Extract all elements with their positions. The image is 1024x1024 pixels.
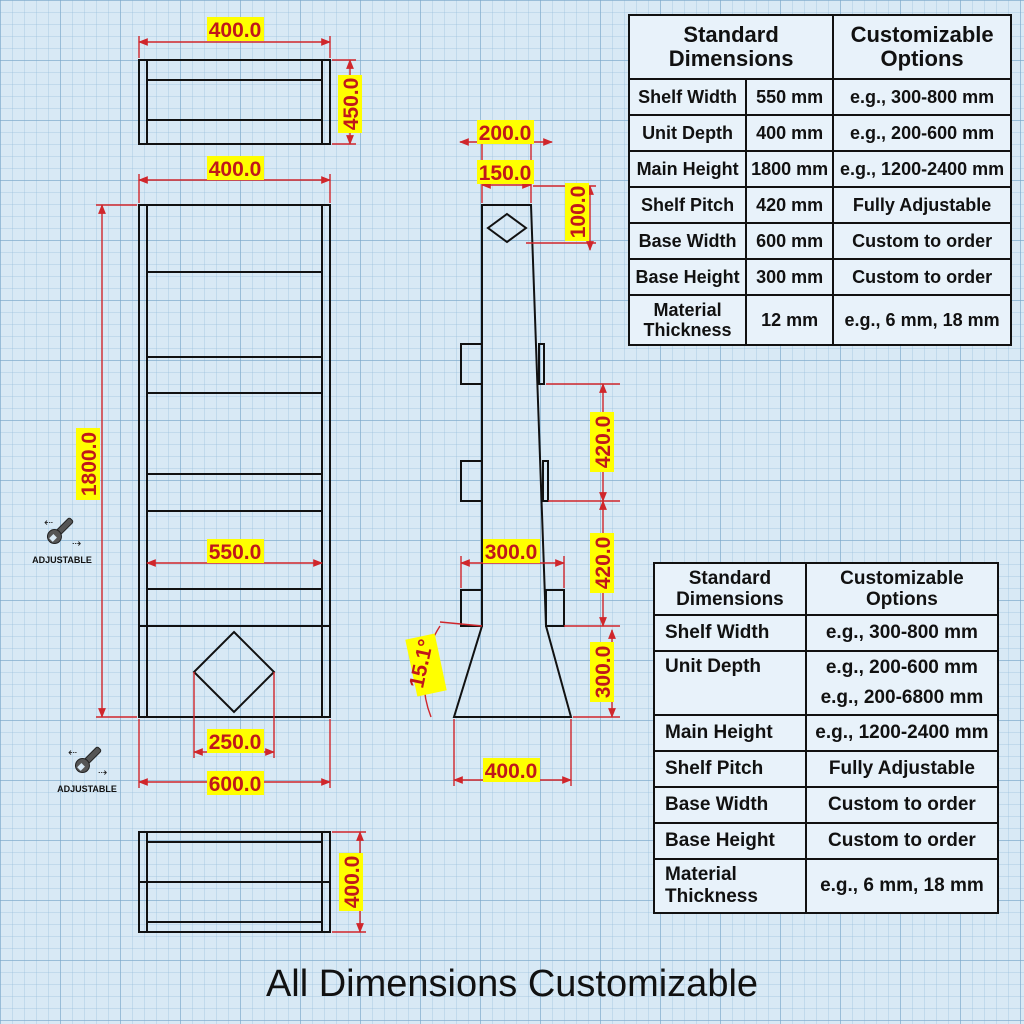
row-standard-value: 550 mm bbox=[745, 78, 835, 116]
row-custom-option-line: e.g., 200-6800 mm bbox=[820, 687, 984, 708]
arrow-right-icon: ⇢ bbox=[72, 538, 81, 550]
dim-side-top-outer: 200.0 bbox=[479, 122, 532, 145]
row-custom-option: e.g., 200-600 mm e.g., 200-6800 mm bbox=[804, 650, 1000, 716]
row-custom-option: Custom to order bbox=[832, 258, 1012, 296]
table-row: Shelf Pitch 420 mm Fully Adjustable bbox=[627, 186, 1012, 224]
row-label: Main Height bbox=[627, 150, 748, 188]
table-row: Material Thickness e.g., 6 mm, 18 mm bbox=[653, 858, 1000, 914]
front-view-outline bbox=[138, 204, 331, 718]
shelf-bracket bbox=[460, 589, 483, 627]
table-row: Base Width Custom to order bbox=[653, 786, 1000, 824]
dim-side-pitch-upper: 420.0 bbox=[592, 416, 615, 469]
table-row: Base Height Custom to order bbox=[653, 822, 1000, 860]
row-label: Shelf Width bbox=[627, 78, 748, 116]
row-custom-option: e.g., 300-800 mm bbox=[804, 614, 1000, 652]
adjustable-label: ADJUSTABLE bbox=[57, 784, 117, 794]
caption: All Dimensions Customizable bbox=[265, 963, 759, 1005]
dim-bottom-view-depth: 400.0 bbox=[341, 856, 364, 909]
side-top-diamond bbox=[486, 212, 528, 244]
row-custom-option: Fully Adjustable bbox=[804, 750, 1000, 788]
dim-front-base-cut: 250.0 bbox=[209, 731, 262, 754]
adjustable-label: ADJUSTABLE bbox=[32, 555, 92, 565]
dim-side-base-width: 400.0 bbox=[485, 760, 538, 783]
row-label: Base Height bbox=[653, 822, 807, 860]
table-row: Main Height e.g., 1200-2400 mm bbox=[653, 714, 1000, 752]
row-custom-option: e.g., 6 mm, 18 mm bbox=[832, 294, 1012, 346]
row-standard-value: 300 mm bbox=[745, 258, 835, 296]
spec-table-bottom: Standard Dimensions Customizable Options… bbox=[653, 562, 1000, 914]
table-row: Material Thickness 12 mm e.g., 6 mm, 18 … bbox=[627, 294, 1012, 346]
dim-front-base-width: 600.0 bbox=[209, 773, 262, 796]
row-standard-value: 420 mm bbox=[745, 186, 835, 224]
row-label: Shelf Pitch bbox=[627, 186, 748, 224]
table-row: Shelf Width 550 mm e.g., 300-800 mm bbox=[627, 78, 1012, 116]
row-label: Unit Depth bbox=[653, 650, 807, 716]
row-custom-option: Fully Adjustable bbox=[832, 186, 1012, 224]
dim-side-base-height: 300.0 bbox=[592, 646, 615, 699]
base-cutout-diamond bbox=[192, 630, 276, 714]
wrench-icon bbox=[74, 746, 102, 774]
table-header-custom: Customizable Options bbox=[832, 14, 1012, 80]
row-standard-value: 600 mm bbox=[745, 222, 835, 260]
row-label: Base Width bbox=[627, 222, 748, 260]
table-row: Unit Depth 400 mm e.g., 200-600 mm bbox=[627, 114, 1012, 152]
arrow-left-icon: ⇠ bbox=[68, 747, 77, 759]
row-label: Material Thickness bbox=[653, 858, 807, 914]
side-view: 200.0 150.0 100.0 420.0 420.0 300.0 300.… bbox=[405, 120, 620, 786]
row-custom-option: e.g., 1200-2400 mm bbox=[804, 714, 1000, 752]
dim-top-view-depth: 450.0 bbox=[340, 78, 363, 131]
front-view: 400.0 1800.0 550.0 250.0 600.0 bbox=[76, 156, 331, 796]
row-custom-option: Custom to order bbox=[804, 786, 1000, 824]
spec-table-top: Standard Dimensions Customizable Options… bbox=[627, 14, 1012, 346]
row-custom-option: Custom to order bbox=[804, 822, 1000, 860]
table-header-standard: Standard Dimensions bbox=[653, 562, 807, 616]
row-standard-value: 1800 mm bbox=[745, 150, 835, 188]
table-row: Shelf Width e.g., 300-800 mm bbox=[653, 614, 1000, 652]
arrow-right-icon: ⇢ bbox=[98, 767, 107, 779]
table-row: Shelf Pitch Fully Adjustable bbox=[653, 750, 1000, 788]
bottom-view: 400.0 bbox=[138, 831, 366, 933]
dim-front-height: 1800.0 bbox=[78, 432, 101, 496]
row-label: Main Height bbox=[653, 714, 807, 752]
table-row: Base Width 600 mm Custom to order bbox=[627, 222, 1012, 260]
top-view-outline bbox=[138, 59, 331, 145]
row-standard-value: 12 mm bbox=[745, 294, 835, 346]
dim-front-shelf-width: 550.0 bbox=[209, 541, 262, 564]
row-label: Base Height bbox=[627, 258, 748, 296]
table-row: Base Height 300 mm Custom to order bbox=[627, 258, 1012, 296]
row-label: Shelf Width bbox=[653, 614, 807, 652]
dim-side-pitch-lower: 420.0 bbox=[592, 537, 615, 590]
arrow-left-icon: ⇠ bbox=[44, 517, 53, 529]
table-header-custom: Customizable Options bbox=[804, 562, 1000, 616]
table-header-standard: Standard Dimensions bbox=[627, 14, 835, 80]
row-custom-option: e.g., 6 mm, 18 mm bbox=[804, 858, 1000, 914]
dim-top-view-width: 400.0 bbox=[209, 19, 262, 42]
table-row: Unit Depth e.g., 200-600 mm e.g., 200-68… bbox=[653, 650, 1000, 716]
row-label: Unit Depth bbox=[627, 114, 748, 152]
row-custom-option: e.g., 200-600 mm bbox=[832, 114, 1012, 152]
shelf-bracket bbox=[460, 343, 483, 385]
dim-side-mid-width: 300.0 bbox=[485, 541, 538, 564]
row-label: Material Thickness bbox=[627, 294, 748, 346]
row-custom-option: e.g., 300-800 mm bbox=[832, 78, 1012, 116]
row-custom-option: Custom to order bbox=[832, 222, 1012, 260]
dim-side-top-inner: 150.0 bbox=[479, 162, 532, 185]
top-view: 400.0 450.0 bbox=[138, 17, 363, 145]
wrench-icon bbox=[46, 517, 74, 545]
adjustable-indicator-lower: ⇠ ⇢ ADJUSTABLE bbox=[57, 746, 117, 794]
row-custom-option: e.g., 1200-2400 mm bbox=[832, 150, 1012, 188]
row-custom-option-line: e.g., 200-600 mm bbox=[825, 657, 978, 678]
table-row: Main Height 1800 mm e.g., 1200-2400 mm bbox=[627, 150, 1012, 188]
row-label: Base Width bbox=[653, 786, 807, 824]
row-standard-value: 400 mm bbox=[745, 114, 835, 152]
dim-side-top-offset: 100.0 bbox=[567, 186, 590, 239]
shelf-bracket bbox=[460, 460, 483, 502]
row-label: Shelf Pitch bbox=[653, 750, 807, 788]
dim-front-width: 400.0 bbox=[209, 158, 262, 181]
adjustable-indicator-upper: ⇠ ⇢ ADJUSTABLE bbox=[32, 517, 92, 565]
